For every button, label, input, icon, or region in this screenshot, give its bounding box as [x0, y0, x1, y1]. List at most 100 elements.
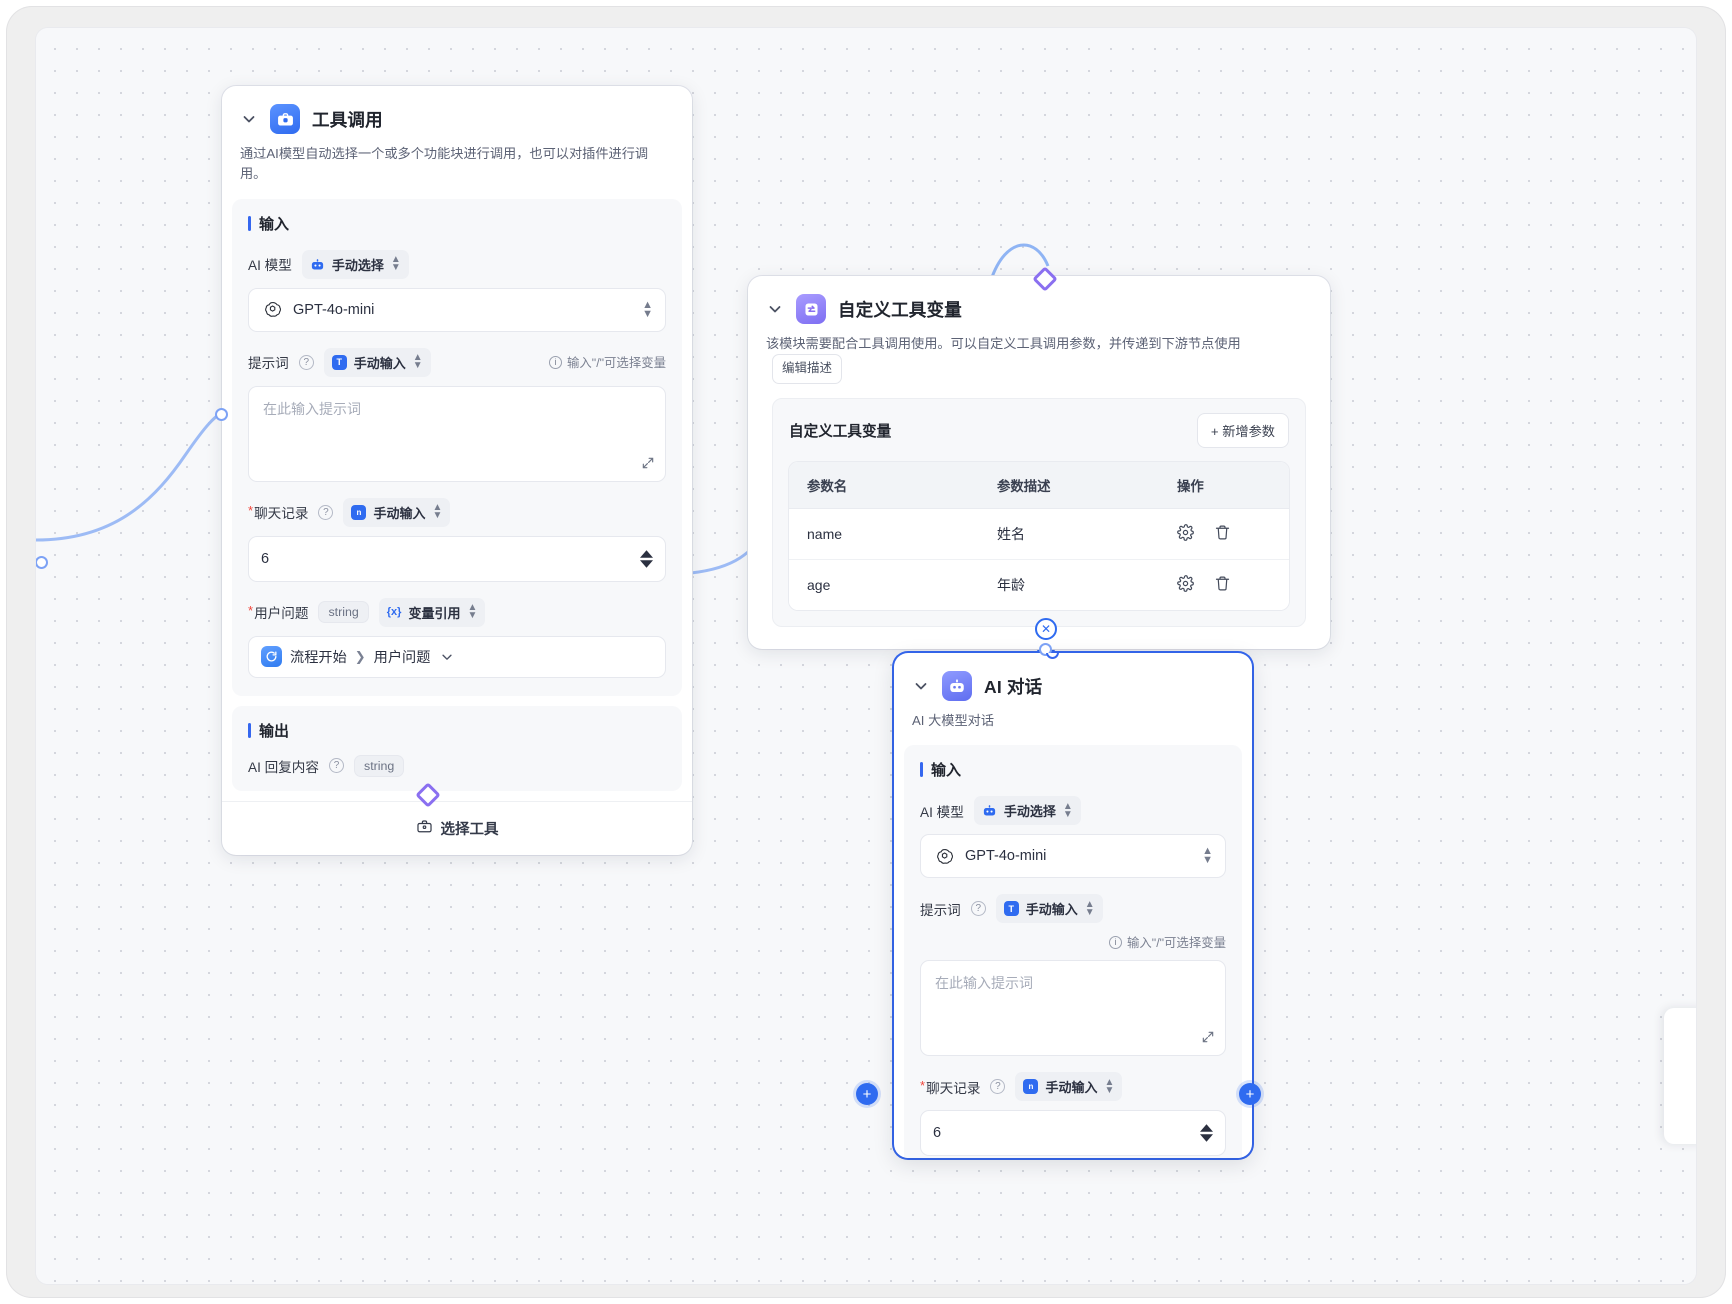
output-field-label: AI 回复内容	[248, 759, 319, 775]
model-label: AI 模型	[248, 258, 292, 274]
input-section-title: 输入	[248, 213, 666, 234]
text-icon: T	[331, 354, 347, 370]
prompt-field-row: 提示词 ? T 手动输入 ▲▼ i 输入"/"可选择变量	[920, 894, 1226, 951]
custom-vars-header: 自定义工具变量 该模块需要配合工具调用使用。可以自定义工具调用参数，并传递到下游…	[748, 276, 1330, 384]
chat-count-input[interactable]: 6	[920, 1110, 1226, 1157]
ai-chat-input-panel: 输入 AI 模型 手动选择 ▲▼	[904, 745, 1242, 1158]
prompt-field-row: 提示词 ? T 手动输入 ▲▼ i 输入"/"可选择变量	[248, 347, 666, 377]
table-row[interactable]: name 姓名	[789, 508, 1289, 560]
stepper-icon[interactable]	[1200, 1124, 1213, 1143]
model-select[interactable]: GPT-4o-mini ▲▼	[920, 834, 1226, 879]
robot-icon	[310, 257, 325, 272]
openai-icon	[933, 845, 955, 867]
tool-call-header: 工具调用 通过AI模型自动选择一个或多个功能块进行调用，也可以对插件进行调用。	[222, 86, 692, 185]
select-tool-button[interactable]: 选择工具	[222, 800, 692, 855]
chat-count-value: 6	[933, 1125, 942, 1142]
help-icon[interactable]: ?	[970, 901, 986, 917]
prompt-hint: i 输入"/"可选择变量	[1109, 933, 1226, 951]
add-node-left-button[interactable]: +	[856, 1083, 878, 1105]
model-label: AI 模型	[920, 804, 964, 820]
remove-edge-button[interactable]: ✕	[1035, 618, 1057, 640]
question-mode-select[interactable]: {x} 变量引用 ▲▼	[378, 597, 486, 627]
question-variable-ref[interactable]: 流程开始 ❯ 用户问题	[248, 635, 666, 678]
flow-start-icon	[261, 646, 282, 668]
trash-icon[interactable]	[1214, 524, 1231, 544]
chat-mode-select[interactable]: n 手动输入 ▲▼	[1015, 1072, 1123, 1102]
model-mode-select[interactable]: 手动选择 ▲▼	[301, 249, 409, 279]
custom-vars-subcard: 自定义工具变量 + 新增参数 参数名 参数描述 操作 name	[772, 397, 1306, 627]
node-custom-tool-vars[interactable]: 自定义工具变量 该模块需要配合工具调用使用。可以自定义工具调用参数，并传递到下游…	[748, 276, 1330, 656]
number-icon: n	[1023, 1079, 1039, 1095]
number-icon: n	[351, 504, 367, 520]
add-param-button[interactable]: + 新增参数	[1196, 412, 1289, 448]
subcard-title: 自定义工具变量	[789, 423, 892, 440]
prompt-textarea[interactable]: 在此输入提示词	[248, 385, 666, 482]
toolbox-icon	[270, 104, 300, 134]
node-title: AI 对话	[984, 676, 1043, 697]
model-mode-select[interactable]: 手动选择 ▲▼	[973, 796, 1081, 826]
variable-exchange-icon	[796, 294, 826, 324]
select-arrows-icon: ▲▼	[1104, 1076, 1115, 1096]
ai-chat-header: AI 对话 AI 大模型对话	[894, 653, 1252, 731]
select-arrows-icon: ▲▼	[1062, 800, 1073, 820]
node-tool-call[interactable]: 工具调用 通过AI模型自动选择一个或多个功能块进行调用，也可以对插件进行调用。 …	[215, 86, 692, 855]
chat-count-input[interactable]: 6	[248, 535, 666, 582]
subcard-header: 自定义工具变量 + 新增参数	[789, 412, 1289, 448]
table-row[interactable]: age 年龄	[789, 559, 1289, 610]
chat-label: 聊天记录	[920, 1077, 980, 1097]
expand-icon[interactable]	[1201, 1030, 1215, 1047]
ref-field: 用户问题	[373, 649, 431, 666]
chevron-right-icon: ❯	[354, 648, 366, 664]
prompt-label: 提示词	[248, 356, 289, 372]
tool-call-output-panel: 输出 AI 回复内容 ? string	[232, 705, 682, 791]
prompt-mode-select[interactable]: T 手动输入 ▲▼	[323, 347, 431, 377]
toolbox-small-icon	[416, 818, 433, 839]
node-ai-chat[interactable]: AI 对话 AI 大模型对话 输入 AI 模型 手动选择 ▲▼	[894, 653, 1252, 1158]
model-select[interactable]: GPT-4o-mini ▲▼	[248, 287, 666, 332]
prompt-mode-select[interactable]: T 手动输入 ▲▼	[995, 894, 1103, 924]
model-field-row: AI 模型 手动选择 ▲▼	[920, 796, 1226, 826]
chevron-updown-icon[interactable]: ▲▼	[642, 298, 653, 320]
prompt-textarea[interactable]: 在此输入提示词	[920, 960, 1226, 1057]
node-title: 工具调用	[312, 109, 383, 130]
expand-icon[interactable]	[641, 456, 655, 473]
description-text: 该模块需要配合工具调用使用。可以自定义工具调用参数，并传递到下游节点使用	[766, 336, 1241, 351]
chat-mode-select[interactable]: n 手动输入 ▲▼	[343, 497, 451, 527]
input-handle-left[interactable]	[215, 408, 228, 421]
select-arrows-icon: ▲▼	[412, 352, 423, 372]
chevron-down-icon[interactable]	[438, 648, 456, 666]
select-arrows-icon: ▲▼	[467, 602, 478, 622]
table-header-row: 参数名 参数描述 操作	[789, 461, 1289, 509]
trash-icon[interactable]	[1214, 575, 1231, 595]
select-arrows-icon: ▲▼	[390, 254, 401, 274]
chevron-down-icon[interactable]	[766, 300, 784, 318]
question-type-tag: string	[318, 601, 369, 624]
chevron-down-icon[interactable]	[912, 677, 930, 695]
select-arrows-icon: ▲▼	[1084, 898, 1095, 918]
edit-description-button[interactable]: 编辑描述	[772, 354, 843, 384]
help-icon[interactable]: ?	[298, 354, 314, 370]
gear-icon[interactable]	[1177, 575, 1194, 595]
stepper-icon[interactable]	[640, 550, 653, 568]
chat-field-row: 聊天记录 ? n 手动输入 ▲▼	[248, 497, 666, 527]
output-field-type: string	[354, 754, 405, 777]
workflow-canvas-frame: 工具调用 通过AI模型自动选择一个或多个功能块进行调用，也可以对插件进行调用。 …	[36, 28, 1696, 1284]
select-arrows-icon: ▲▼	[432, 502, 443, 522]
add-node-right-button[interactable]: +	[1239, 1083, 1261, 1105]
variable-icon: {x}	[386, 606, 402, 619]
node-description: 通过AI模型自动选择一个或多个功能块进行调用，也可以对插件进行调用。	[240, 146, 649, 182]
cell-param-name: age	[789, 559, 979, 610]
gear-icon[interactable]	[1177, 524, 1194, 544]
help-icon[interactable]: ?	[318, 504, 334, 520]
canvas-left-anchor[interactable]	[36, 556, 48, 569]
help-icon[interactable]: ?	[990, 1079, 1006, 1095]
help-icon[interactable]: ?	[329, 758, 344, 774]
output-field-row: AI 回复内容 ? string	[248, 754, 666, 777]
input-section-title: 输入	[920, 759, 1226, 780]
model-value: GPT-4o-mini	[965, 848, 1047, 865]
chevron-down-icon[interactable]	[240, 110, 258, 128]
model-field-row: AI 模型 手动选择 ▲▼	[248, 249, 666, 279]
right-floating-panel[interactable]	[1664, 1008, 1696, 1144]
chevron-updown-icon[interactable]: ▲▼	[1202, 845, 1213, 867]
